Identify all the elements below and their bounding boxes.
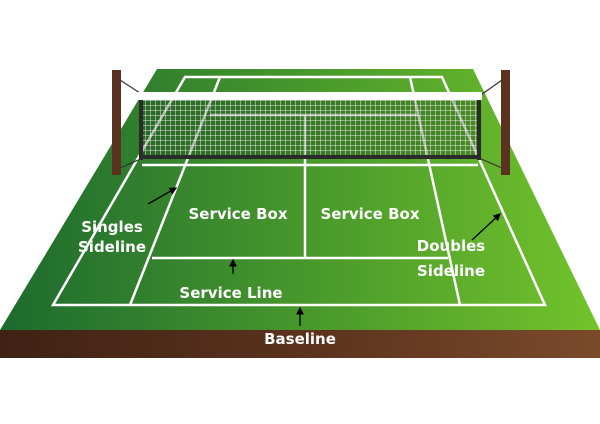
court-base (0, 330, 600, 358)
singles-arrow (147, 187, 178, 205)
pointer-arrows (147, 187, 501, 326)
net-right-band (477, 98, 481, 160)
baseline-label: Baseline (264, 330, 336, 348)
doubles-sideline-label-2: Sideline (417, 262, 485, 280)
net-left-band (139, 98, 143, 160)
singles-sideline-label-2: Sideline (78, 238, 146, 256)
doubles-outline (50, 75, 547, 307)
net-mesh-grid (140, 100, 480, 158)
net-top-tape (138, 92, 482, 100)
singles-sideline-label-1: Singles (81, 218, 143, 236)
left-net-post (112, 70, 121, 175)
service-line-label: Service Line (179, 284, 282, 302)
net-cord (478, 157, 503, 169)
service-box-right-label: Service Box (321, 205, 420, 223)
service-box-left-label: Service Box (189, 205, 288, 223)
right-net-post (501, 70, 510, 175)
doubles-sideline-label-1: Doubles (417, 237, 485, 255)
net-bottom-band (140, 155, 480, 159)
doubles-arrow (471, 213, 501, 241)
